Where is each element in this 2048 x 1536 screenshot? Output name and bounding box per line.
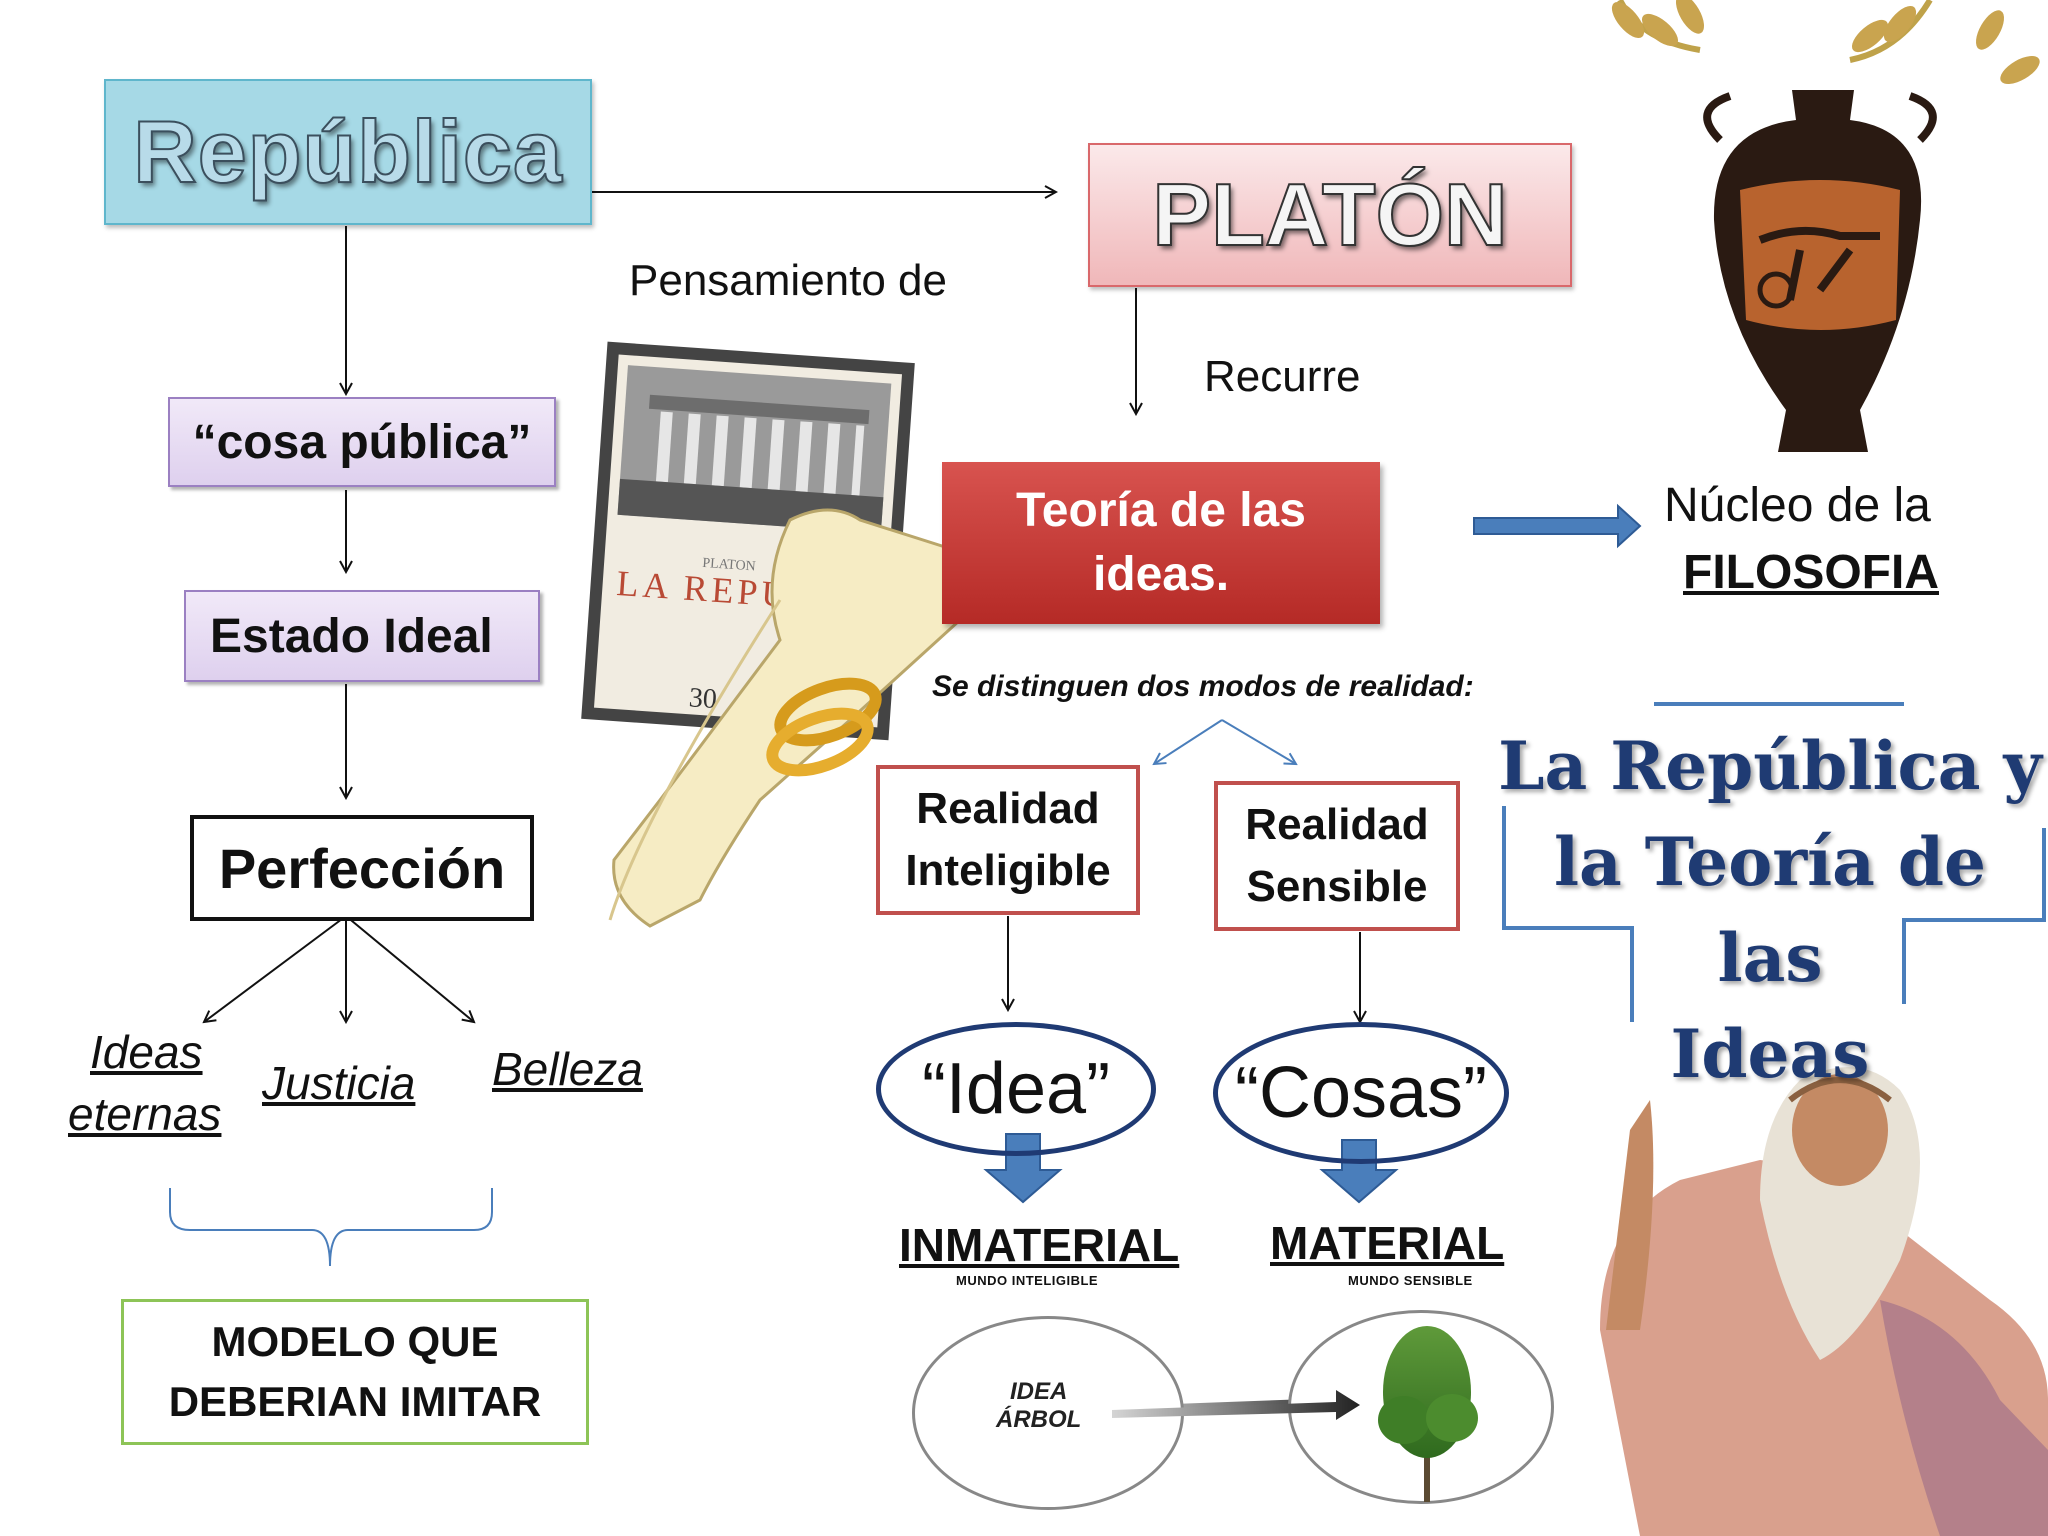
- modelo-node: MODELO QUE DEBERIAN IMITAR: [121, 1299, 589, 1445]
- mundo-sensible-label: MUNDO SENSIBLE: [1348, 1273, 1473, 1288]
- slide-title-line3: Ideas: [1670, 1015, 1870, 1093]
- belleza-label: Belleza: [492, 1043, 643, 1095]
- idea-arbol-line1: IDEA: [1009, 1378, 1068, 1405]
- teoria-label-line2: ideas.: [1092, 548, 1230, 601]
- realidad-sensible-node: Realidad Sensible: [1214, 781, 1460, 931]
- teoria-ideas-node: Teoría de las ideas.: [942, 462, 1380, 624]
- recurre-label: Recurre: [1204, 352, 1361, 401]
- slide-title-line1: La República y: [1498, 727, 2042, 805]
- justicia-label: Justicia: [262, 1057, 416, 1109]
- realidad-inteligible-line1: Realidad: [916, 784, 1100, 833]
- modos-realidad-label: Se distinguen dos modos de realidad:: [932, 670, 1474, 703]
- scroll-image: [608, 508, 990, 928]
- republica-title: República: [132, 101, 563, 202]
- arrow-split-left: [1154, 719, 1223, 764]
- idea-label: “Idea”: [921, 1049, 1111, 1129]
- ideas-eternas-label-line1: Ideas: [90, 1026, 203, 1078]
- tree-circle: [1288, 1310, 1554, 1504]
- republica-node: República: [104, 79, 592, 225]
- realidad-inteligible-node: Realidad Inteligible: [876, 765, 1140, 915]
- estado-ideal-node: Estado Ideal: [184, 590, 540, 682]
- cosas-ellipse: “Cosas”: [1213, 1022, 1509, 1164]
- realidad-sensible-line1: Realidad: [1245, 800, 1429, 849]
- realidad-inteligible-line2: Inteligible: [905, 846, 1111, 895]
- estado-ideal-label: Estado Ideal: [210, 609, 493, 663]
- cosa-publica-node: “cosa pública”: [168, 397, 556, 487]
- plato-portrait-image: [1600, 1067, 2048, 1536]
- modelo-label-line2: DEBERIAN IMITAR: [168, 1378, 542, 1425]
- nucleo-label: Núcleo de la: [1664, 479, 1931, 532]
- block-arrow-nucleo: [1473, 503, 1642, 549]
- idea-ellipse: “Idea”: [876, 1022, 1156, 1156]
- idea-arbol-line2: ÁRBOL: [996, 1406, 1082, 1433]
- inmaterial-label: INMATERIAL: [899, 1219, 1180, 1271]
- ideas-eternas-label-line2: eternas: [68, 1088, 222, 1140]
- pensamiento-label: Pensamiento de: [629, 256, 947, 305]
- arrow-split-right: [1221, 719, 1296, 764]
- teoria-label-line1: Teoría de las: [1016, 484, 1306, 537]
- platon-title: PLATÓN: [1151, 164, 1508, 265]
- mundo-inteligible-label: MUNDO INTELIGIBLE: [956, 1273, 1099, 1288]
- cosas-label: “Cosas”: [1234, 1053, 1488, 1133]
- arrow-perfeccion-ideas: [204, 915, 347, 1022]
- perfeccion-label: Perfección: [218, 836, 506, 900]
- book-author: PLATON: [702, 556, 756, 575]
- slide-title-line2: la Teoría de las: [1553, 823, 1987, 997]
- material-label: MATERIAL: [1270, 1217, 1505, 1269]
- title-bracket: [1502, 702, 2046, 1022]
- cosa-publica-label: “cosa pública”: [192, 415, 532, 469]
- idea-arbol-label: IDEA ÁRBOL: [996, 1378, 1081, 1434]
- realidad-sensible-line2: Sensible: [1246, 862, 1428, 911]
- greek-vase-image: [1611, 0, 2040, 452]
- filosofia-label: FILOSOFIA: [1683, 546, 1939, 599]
- perfeccion-node: Perfección: [190, 815, 534, 921]
- arrow-perfeccion-belleza: [345, 915, 474, 1022]
- slide-title: La República y la Teoría de las Ideas: [1494, 718, 2046, 1102]
- modelo-label-line1: MODELO QUE: [211, 1318, 499, 1365]
- slide-title-block: La República y la Teoría de las Ideas: [1494, 704, 2046, 1093]
- grouping-brace: [169, 1188, 493, 1267]
- platon-node: PLATÓN: [1088, 143, 1572, 287]
